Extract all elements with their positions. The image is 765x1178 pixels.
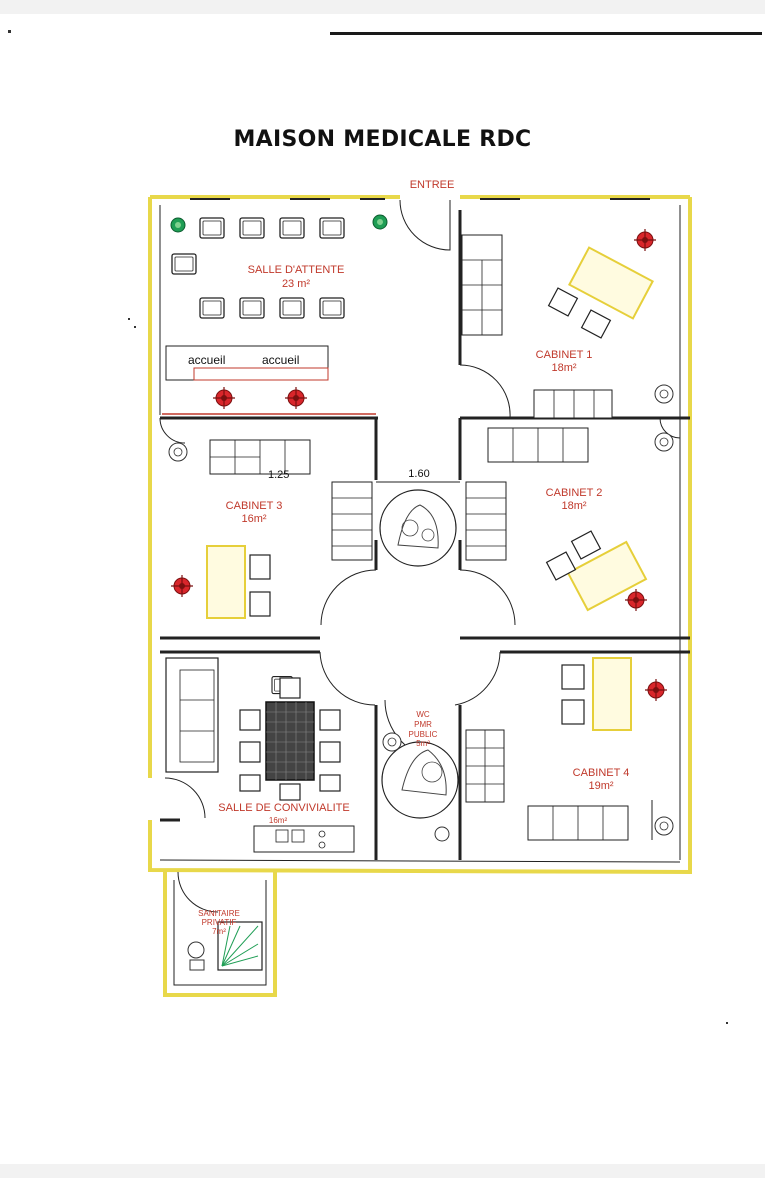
convivialite-area: 16m² [269,816,288,825]
cabinet4-area: 19m² [588,780,613,792]
cabinet2-area: 18m² [561,500,586,512]
cabinet1-area: 18m² [551,362,576,374]
wc-area: 5m² [416,739,430,748]
scan-border-line [330,32,762,35]
corridor-turning-circle [376,481,460,567]
plan-title: MAISON MEDICALE RDC [233,127,532,152]
cabinet2-name: CABINET 2 [546,487,603,499]
wc-furniture [381,729,505,842]
wc-line2: PMR [414,720,432,729]
convivialite-furniture [165,657,355,853]
waiting-room-furniture [165,214,388,410]
outer-walls-inner-line [159,205,681,986]
scan-specks [128,318,728,1024]
interior-walls [160,210,690,860]
cabinet1-furniture [461,228,674,419]
reception-label-1: accueil [188,353,225,367]
sanitaire-line2: PRIVATIF [202,918,237,927]
waiting-room-area: 23 m² [282,278,310,290]
cabinet4-name: CABINET 4 [573,767,630,779]
cabinet3-name: CABINET 3 [226,500,283,512]
cabinet3-furniture [168,439,373,619]
sanitaire-area: 7m² [212,927,226,936]
plan-sheet [0,14,765,1164]
reception-label-2: accueil [262,353,299,367]
cabinet4-furniture [527,657,674,841]
sanitaire-furniture [187,921,263,971]
cabinet1-name: CABINET 1 [536,349,593,361]
sanitaire-line1: SANITAIRE [198,909,240,918]
outer-walls [148,195,692,997]
scan-mark [8,30,11,33]
cabinet3-area: 16m² [241,513,266,525]
cabinet3-dimension: 1.25 [268,469,289,481]
waiting-room-name: SALLE D'ATTENTE [248,264,345,276]
entrance-label: ENTREE [410,179,455,191]
cabinet2-furniture [465,427,674,612]
wc-line3: PUBLIC [409,730,438,739]
corridor-dimension: 1.60 [408,468,429,480]
wc-line1: WC [416,710,430,719]
convivialite-name: SALLE DE CONVIVIALITE [218,802,349,814]
